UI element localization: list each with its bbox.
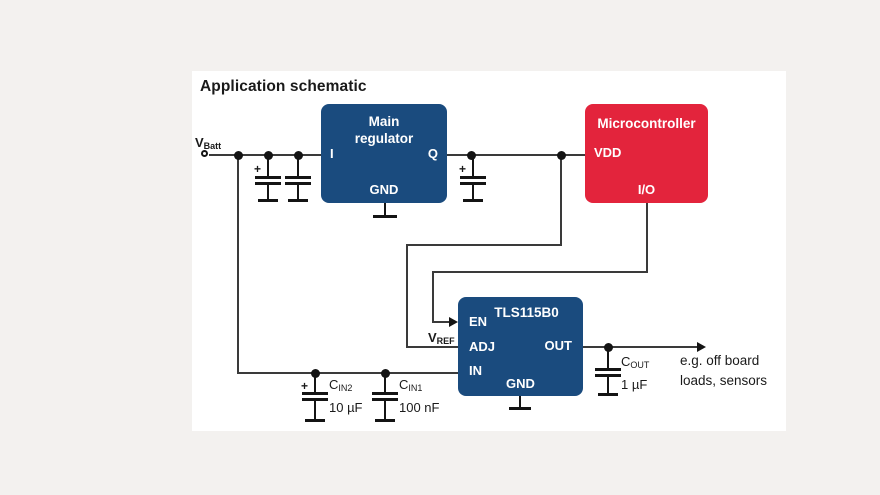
wire-en-vertical xyxy=(432,271,434,323)
tls115b0-title: TLS115B0 xyxy=(494,305,559,320)
cout-label: COUT 1 µF xyxy=(621,354,650,392)
wire-io-drop xyxy=(646,203,648,273)
vbatt-terminal-icon xyxy=(201,150,208,157)
capacitor-stub xyxy=(384,374,386,392)
capacitor-stub xyxy=(472,185,474,199)
capacitor-stub xyxy=(607,347,609,368)
capacitor-stub xyxy=(267,185,269,199)
capacitor-stub xyxy=(297,185,299,199)
ground-bar-icon xyxy=(258,199,278,202)
capacitor-plate xyxy=(460,182,486,185)
capacitor-stub xyxy=(267,155,269,176)
capacitor-plate xyxy=(285,182,311,185)
ground-bar-icon xyxy=(375,419,395,422)
capacitor-stub xyxy=(472,155,474,176)
capacitor-plate xyxy=(595,374,621,377)
ground-bar-icon xyxy=(373,215,397,218)
capacitor-stub xyxy=(297,155,299,176)
junction-dot xyxy=(310,368,320,378)
pin-label-en: EN xyxy=(469,314,488,329)
wire-q-to-vdd xyxy=(447,154,586,156)
ground-stub xyxy=(519,396,521,408)
capacitor-stub xyxy=(607,377,609,393)
pin-label-in: IN xyxy=(469,363,482,378)
capacitor-stub xyxy=(384,401,386,419)
capacitor-stub xyxy=(314,374,316,392)
microcontroller-title: Microcontroller xyxy=(597,116,696,131)
ground-bar-icon xyxy=(463,199,483,202)
ground-bar-icon xyxy=(288,199,308,202)
capacitor-plate xyxy=(302,398,328,401)
wire-out-to-loads xyxy=(583,346,698,348)
capacitor-plate xyxy=(255,176,281,179)
capacitor-stub xyxy=(314,401,316,419)
wire-bottom-to-in xyxy=(237,372,458,374)
cin1-label: CIN1 100 nF xyxy=(399,377,440,415)
wire-io-horizontal xyxy=(432,271,648,273)
capacitor-plate xyxy=(302,392,328,395)
main-regulator-block: Main regulator I Q GND xyxy=(321,104,447,203)
pin-label-adj: ADJ xyxy=(469,339,496,354)
pin-label-io: I/O xyxy=(637,182,656,197)
polarity-plus-sign: + xyxy=(301,379,309,393)
ground-bar-icon xyxy=(509,407,531,410)
ground-bar-icon xyxy=(305,419,325,422)
capacitor-plate xyxy=(595,368,621,371)
junction-dot xyxy=(466,150,476,160)
pin-label-gnd: GND xyxy=(506,376,535,391)
wire-vref-horizontal xyxy=(406,244,562,246)
wire-vbatt-vertical xyxy=(237,154,239,374)
vref-label: VREF xyxy=(428,330,455,346)
page-title: Application schematic xyxy=(200,78,367,95)
capacitor-plate xyxy=(285,176,311,179)
wire-en-entry xyxy=(432,321,450,323)
wire-vref-drop xyxy=(560,154,562,246)
junction-dot xyxy=(233,150,243,160)
main-regulator-title: Main regulator xyxy=(354,114,414,146)
pin-label-i: I xyxy=(330,146,334,161)
wire-vref-vertical xyxy=(406,244,408,348)
capacitor-plate xyxy=(372,392,398,395)
ground-stub xyxy=(384,203,386,216)
output-loads-note: e.g. off board loads, sensors xyxy=(680,353,768,388)
pin-label-vdd: VDD xyxy=(594,145,622,160)
junction-dot xyxy=(556,150,566,160)
capacitor-plate xyxy=(255,182,281,185)
ground-bar-icon xyxy=(598,393,618,396)
junction-dot xyxy=(380,368,390,378)
polarity-plus-sign: + xyxy=(459,162,467,176)
pin-label-out: OUT xyxy=(544,338,572,353)
vbatt-label: VBatt xyxy=(195,135,222,151)
capacitor-plate xyxy=(460,176,486,179)
tls115b0-block: TLS115B0 EN ADJ IN OUT GND xyxy=(458,297,583,396)
wire-vref-to-adj xyxy=(406,346,458,348)
pin-label-gnd: GND xyxy=(369,182,399,197)
en-arrowhead-icon xyxy=(449,316,458,327)
cin2-label: CIN2 10 µF xyxy=(329,377,363,415)
pin-label-q: Q xyxy=(427,146,438,161)
out-arrowhead-icon xyxy=(697,341,706,352)
polarity-plus-sign: + xyxy=(254,162,262,176)
capacitor-plate xyxy=(372,398,398,401)
microcontroller-block: Microcontroller VDD I/O xyxy=(585,104,708,203)
